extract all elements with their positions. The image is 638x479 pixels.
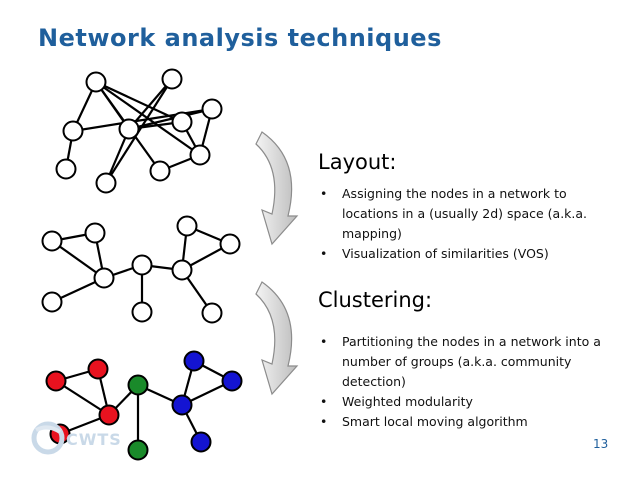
layout-bullets: • Assigning the nodes in a network to loc…: [318, 184, 618, 264]
layout-network: [41, 215, 241, 324]
network-node: [190, 431, 212, 453]
random-network: [55, 68, 223, 194]
network-node: [55, 158, 77, 180]
network-node: [189, 144, 211, 166]
bullet-text: Visualization of similarities (VOS): [342, 246, 549, 261]
network-node: [118, 118, 140, 140]
bullet-icon: •: [320, 414, 328, 429]
network-node: [85, 71, 107, 93]
clustering-heading: Clustering:: [318, 288, 433, 312]
network-node: [171, 259, 193, 281]
network-node: [41, 291, 63, 313]
network-node: [201, 98, 223, 120]
network-edge: [72, 107, 213, 133]
network-node: [183, 350, 205, 372]
network-node: [62, 120, 84, 142]
slide-title: Network analysis techniques: [38, 24, 442, 52]
network-node: [98, 404, 120, 426]
bullet-item: • Visualization of similarities (VOS): [318, 244, 618, 264]
network-node: [41, 230, 63, 252]
page-number: 13: [593, 437, 609, 451]
bullet-text: Assigning the nodes in a network to loca…: [342, 186, 588, 241]
network-node: [87, 358, 109, 380]
network-node: [127, 374, 149, 396]
clustering-bullets: • Partitioning the nodes in a network int…: [318, 332, 618, 432]
bullet-item: • Assigning the nodes in a network to loc…: [318, 184, 618, 244]
network-node: [45, 370, 67, 392]
cwts-logo: [31, 421, 65, 455]
bullet-icon: •: [320, 394, 328, 409]
network-node: [84, 222, 106, 244]
network-node: [201, 302, 223, 324]
network-node: [127, 439, 149, 461]
bullet-text: Weighted modularity: [342, 394, 473, 409]
network-node: [219, 233, 241, 255]
network-node: [95, 172, 117, 194]
curved-arrow-icon: [255, 131, 299, 246]
network-node: [171, 111, 193, 133]
bullet-item: • Smart local moving algorithm: [318, 412, 618, 432]
logo-text: CWTS: [66, 430, 122, 449]
network-node: [93, 267, 115, 289]
network-node: [149, 160, 171, 182]
network-node: [171, 394, 193, 416]
bullet-icon: •: [320, 246, 328, 261]
layout-heading: Layout:: [318, 150, 397, 174]
network-node: [131, 301, 153, 323]
network-node: [161, 68, 183, 90]
curved-arrow-icon: [255, 281, 299, 396]
network-edge: [51, 240, 105, 279]
network-node: [176, 215, 198, 237]
bullet-icon: •: [320, 334, 328, 349]
network-edge: [128, 107, 213, 131]
bullet-item: • Partitioning the nodes in a network int…: [318, 332, 618, 392]
bullet-item: • Weighted modularity: [318, 392, 618, 412]
network-node: [131, 254, 153, 276]
bullet-text: Partitioning the nodes in a network into…: [342, 334, 601, 389]
bullet-text: Smart local moving algorithm: [342, 414, 528, 429]
bullet-icon: •: [320, 186, 328, 201]
network-node: [221, 370, 243, 392]
